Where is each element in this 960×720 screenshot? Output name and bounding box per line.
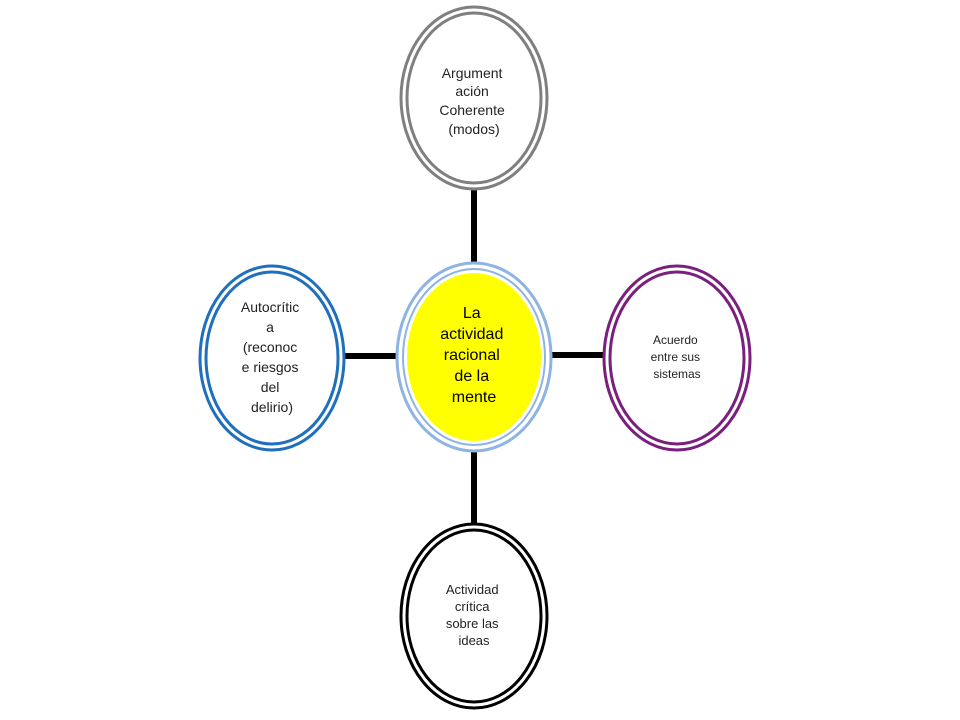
- node-center-fill: [407, 273, 541, 441]
- node-top-line-1: Argument: [442, 65, 503, 81]
- node-center: La actividad racional de la mente: [395, 261, 553, 453]
- node-bottom-outer-ring: [399, 522, 549, 710]
- node-left-inner-ring: [204, 270, 340, 446]
- node-right-inner-ring: [608, 270, 746, 446]
- node-left: Autocrític a (reconoc e riesgos del deli…: [198, 264, 346, 452]
- node-center-line-2: actividad: [440, 326, 503, 343]
- node-right-line-3: sistemas: [653, 367, 700, 381]
- node-left-label: Autocrític a (reconoc e riesgos del deli…: [241, 299, 303, 415]
- node-left-line-6: delirio): [251, 399, 293, 415]
- node-top-line-4: (modos): [448, 121, 499, 137]
- node-center-label: La actividad racional de la mente: [440, 305, 508, 406]
- node-top: Argument ación Coherente (modos): [399, 5, 549, 191]
- node-bottom-line-4: ideas: [458, 633, 490, 648]
- node-right-line-2: entre sus: [651, 350, 700, 364]
- node-top-line-3: Coherente: [439, 102, 505, 118]
- node-bottom: Actividad crítica sobre las ideas: [399, 522, 549, 710]
- node-top-inner-ring: [405, 11, 543, 185]
- node-top-line-2: ación: [455, 83, 488, 99]
- node-bottom-inner-ring: [405, 528, 543, 704]
- node-right-label: Acuerdo entre sus sistemas: [651, 333, 704, 381]
- node-center-line-3: racional: [444, 347, 500, 364]
- node-center-line-1: La: [463, 305, 481, 322]
- node-center-line-4: de la: [454, 368, 489, 385]
- node-left-line-2: a: [266, 319, 274, 335]
- node-bottom-line-2: crítica: [455, 599, 490, 614]
- node-top-outer-ring: [399, 5, 549, 191]
- node-center-line-5: mente: [452, 389, 497, 406]
- node-left-line-1: Autocrític: [241, 299, 299, 315]
- node-bottom-line-1: Actividad: [446, 582, 499, 597]
- node-center-inner-ring: [402, 268, 546, 446]
- node-left-line-5: del: [261, 379, 280, 395]
- node-right-outer-ring: [602, 264, 752, 452]
- node-right-line-1: Acuerdo: [653, 333, 698, 347]
- node-bottom-line-3: sobre las: [446, 616, 499, 631]
- node-top-label: Argument ación Coherente (modos): [439, 65, 508, 137]
- node-bottom-label: Actividad crítica sobre las ideas: [446, 582, 502, 648]
- node-left-line-3: (reconoc: [243, 339, 297, 355]
- node-left-outer-ring: [198, 264, 346, 452]
- node-right: Acuerdo entre sus sistemas: [602, 264, 752, 452]
- node-left-line-4: e riesgos: [242, 359, 299, 375]
